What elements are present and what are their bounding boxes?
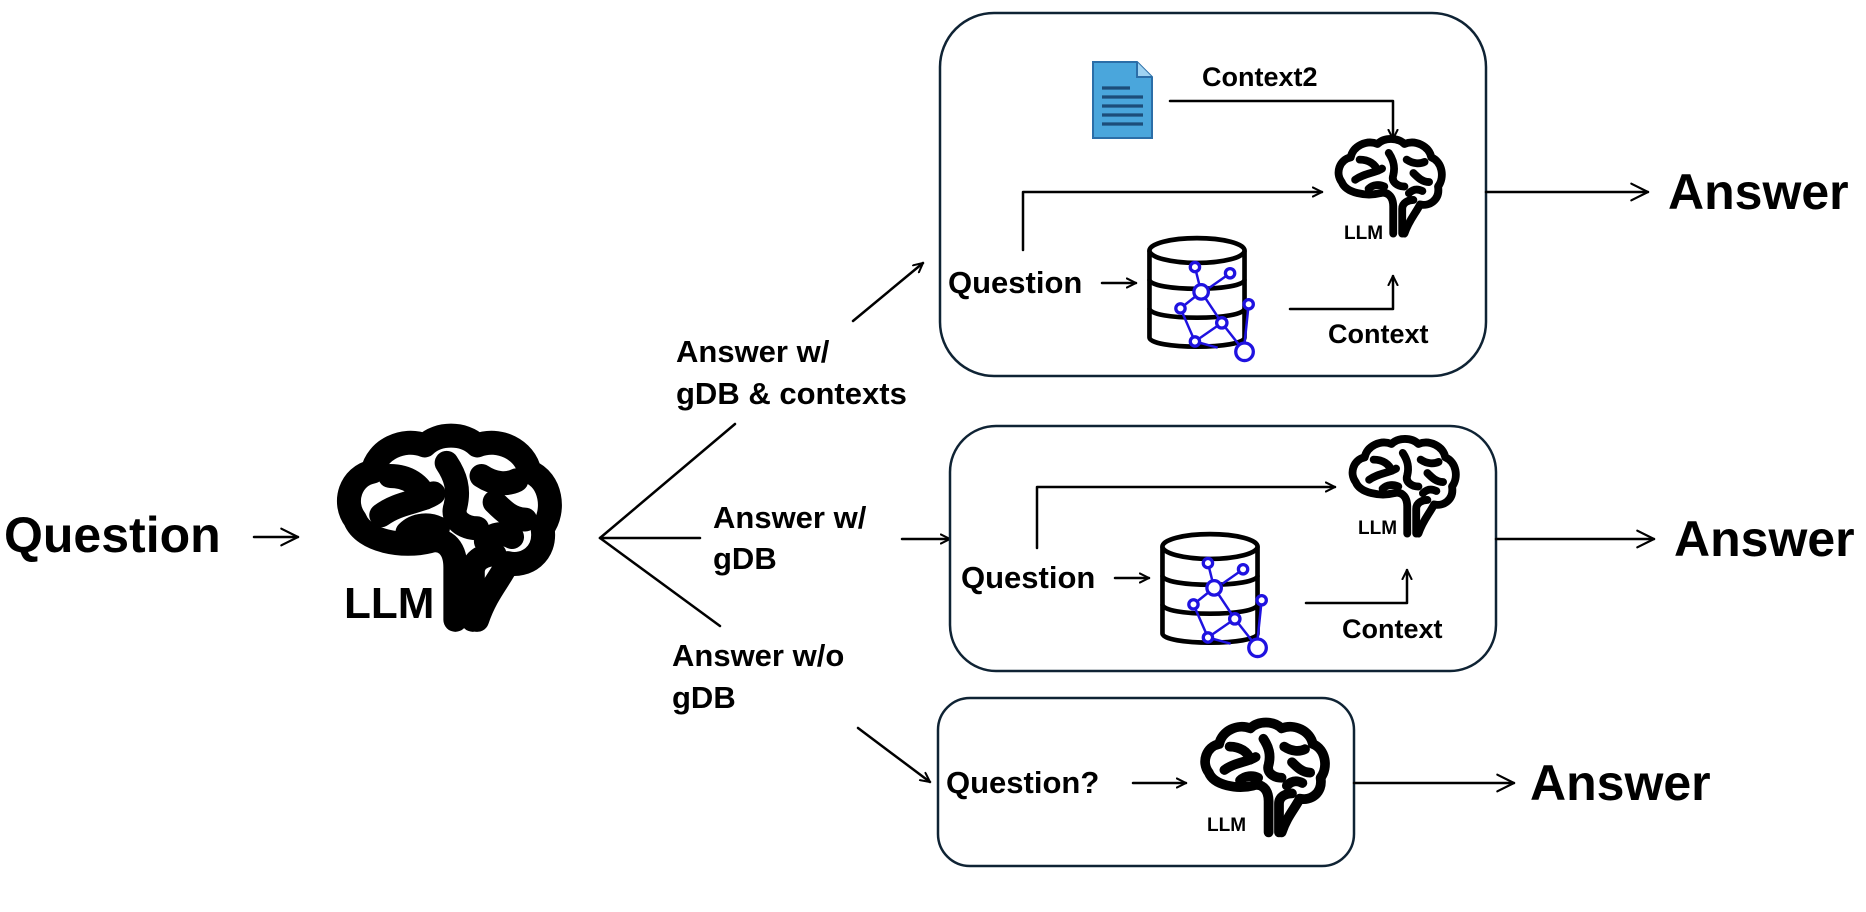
document-icon <box>1092 61 1153 139</box>
panel-gdb-contexts-frame <box>938 11 1488 378</box>
panel3-answer-label: Answer <box>1530 755 1711 811</box>
input-question-label: Question <box>4 507 221 563</box>
branch-label-nogdb-line2: gDB <box>672 680 736 715</box>
panel1-graph-database-icon <box>1149 238 1253 360</box>
panel-no-gdb: Question? LLM <box>936 696 1356 868</box>
panel2-llm-label: LLM <box>1358 518 1397 539</box>
panel1-question-label: Question <box>948 265 1082 300</box>
route-line-no-gdb <box>598 536 722 628</box>
panel1-question-to-llm-arrow <box>1021 192 1324 252</box>
branch-label-nogdb-line1: Answer w/o <box>672 638 844 673</box>
branch-label-contexts-line2: gDB & contexts <box>676 376 907 411</box>
panel1-llm-label: LLM <box>1344 223 1383 244</box>
nogdb-branch-arrow <box>856 726 932 784</box>
panel2-question-label: Question <box>961 560 1095 595</box>
panel1-context2-label: Context2 <box>1202 62 1318 92</box>
branch-label-gdb-line2: gDB <box>713 541 777 576</box>
main-llm-label: LLM <box>344 579 434 628</box>
panel1-context-label: Context <box>1328 319 1429 349</box>
router-lines <box>598 422 737 628</box>
panel3-llm-label: LLM <box>1207 815 1246 836</box>
branch-label-gdb-line1: Answer w/ <box>713 500 867 535</box>
contexts-branch-arrow <box>851 261 925 323</box>
panel-gdb: LLM Question Context <box>948 424 1498 673</box>
branch-label-contexts-line1: Answer w/ <box>676 334 830 369</box>
panel-gdb-contexts: Context2 LLM Question Context <box>938 11 1488 378</box>
panel1-context2-arrow <box>1168 99 1393 141</box>
panel1-answer-label: Answer <box>1668 164 1849 220</box>
panel2-context-label: Context <box>1342 614 1443 644</box>
panel2-graph-database-icon <box>1162 534 1266 656</box>
panel2-answer-label: Answer <box>1674 511 1855 567</box>
route-line-contexts <box>598 422 737 540</box>
panel1-context-arrow <box>1288 274 1393 311</box>
panel3-question-label: Question? <box>946 765 1099 800</box>
panel2-question-to-llm-arrow <box>1035 487 1337 550</box>
panel2-context-arrow <box>1304 568 1407 605</box>
